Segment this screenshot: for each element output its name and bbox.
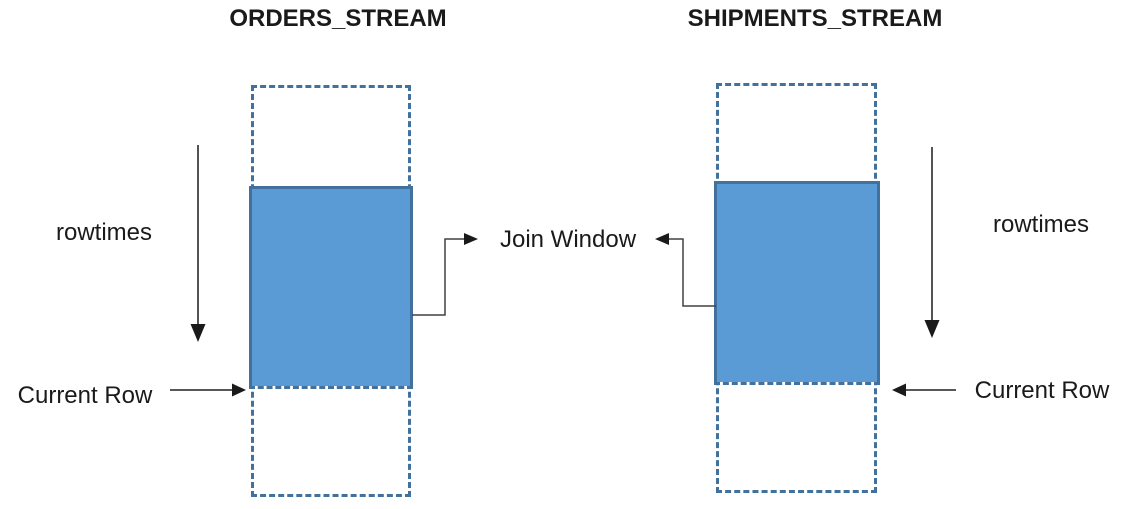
- rowtimes-left-arrow-icon: [190, 145, 206, 342]
- current-row-left-label: Current Row: [17, 382, 153, 409]
- shipments-join-window-rect: [714, 181, 880, 385]
- current-row-right-arrow-icon: [892, 383, 956, 397]
- join-window-right-connector-icon: [655, 233, 716, 307]
- join-window-left-connector-icon: [412, 233, 478, 316]
- rowtimes-left-label: rowtimes: [55, 219, 153, 246]
- orders-stream-title: ORDERS_STREAM: [229, 5, 447, 32]
- current-row-left-arrow-icon: [170, 383, 246, 397]
- current-row-right-label: Current Row: [974, 377, 1110, 404]
- shipments-stream-title: SHIPMENTS_STREAM: [687, 5, 943, 32]
- rowtimes-right-label: rowtimes: [992, 211, 1090, 238]
- join-window-label: Join Window: [499, 226, 637, 253]
- rowtimes-right-arrow-icon: [924, 147, 940, 338]
- orders-join-window-rect: [249, 186, 413, 389]
